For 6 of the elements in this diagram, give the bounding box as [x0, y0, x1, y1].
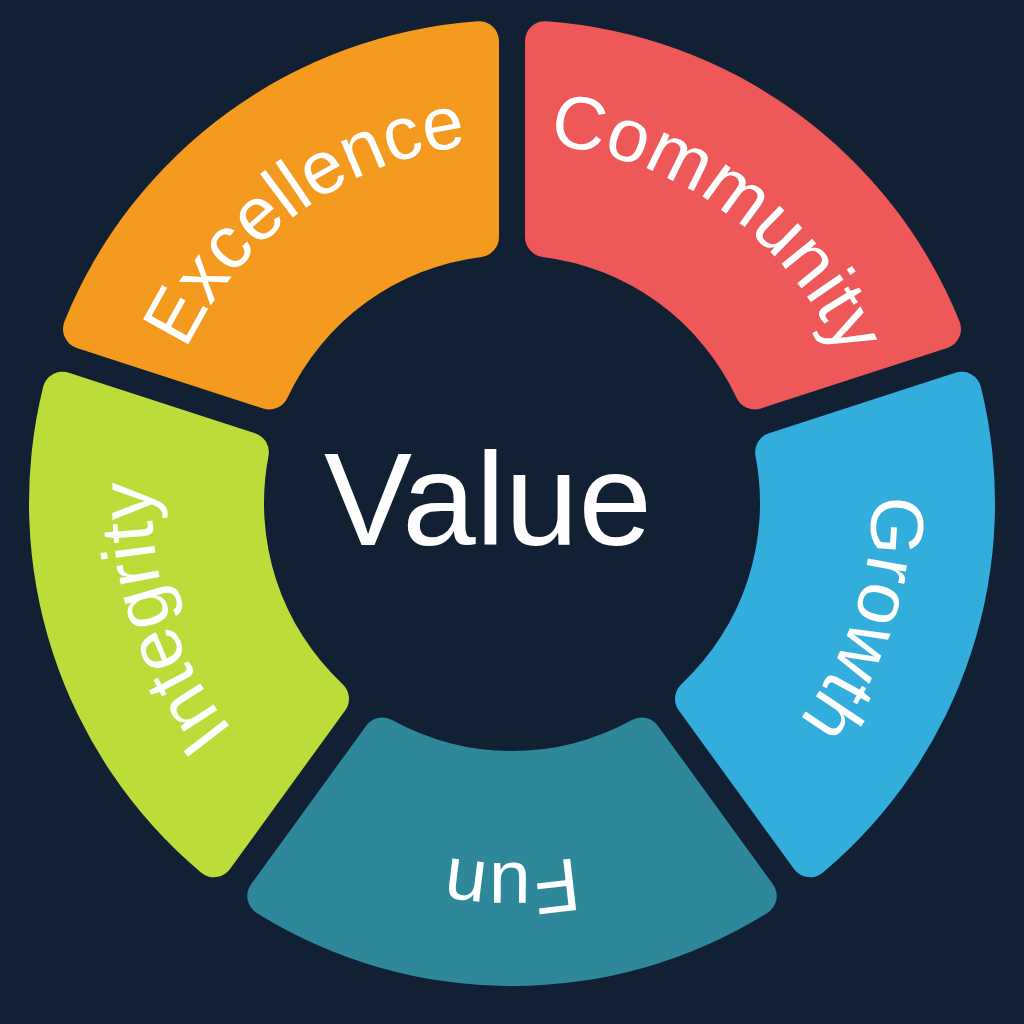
segment-label: Fun: [439, 841, 585, 932]
ring-segment: [247, 717, 777, 986]
ring-segment: [675, 371, 995, 878]
ring-segment: [63, 21, 499, 410]
ring-segment: [525, 21, 961, 410]
center-label: Value: [324, 426, 652, 573]
